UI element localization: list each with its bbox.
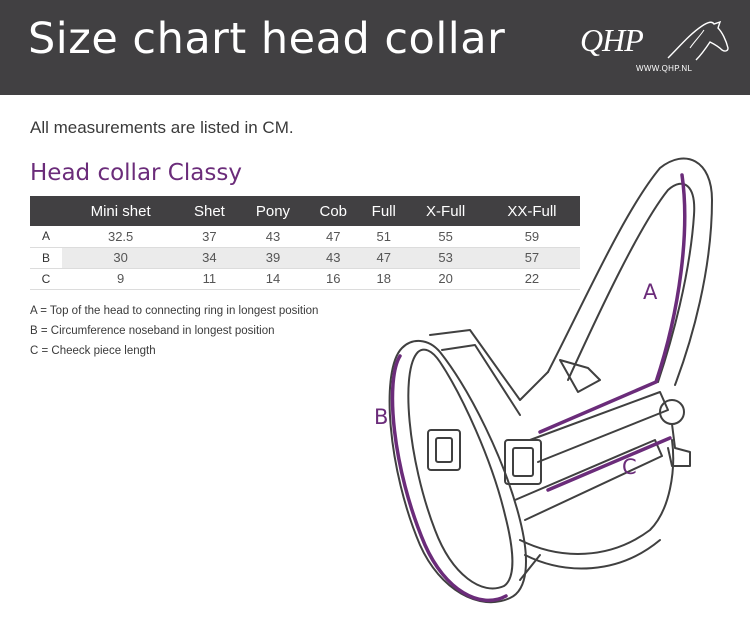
diagram-label-c: C bbox=[622, 455, 637, 479]
legend-item-c: C = Cheeck piece length bbox=[30, 345, 156, 357]
row-label: C bbox=[30, 268, 62, 290]
table-cell: 55 bbox=[407, 226, 484, 248]
legend-item-a: A = Top of the head to connecting ring i… bbox=[30, 305, 319, 317]
logo-url: WWW.QHP.NL bbox=[636, 64, 693, 73]
table-header-row: Mini shet Shet Pony Cob Full X-Full XX-F… bbox=[30, 196, 580, 226]
page-title: Size chart head collar bbox=[28, 14, 506, 64]
qhp-logo: QHP WWW.QHP.NL bbox=[580, 18, 730, 78]
row-label: A bbox=[30, 226, 62, 248]
diagram-label-a: A bbox=[643, 280, 658, 304]
table-cell: 30 bbox=[62, 247, 180, 269]
legend-item-b: B = Circumference noseband in longest po… bbox=[30, 325, 275, 337]
table-row: B 30 34 39 43 47 53 57 bbox=[30, 247, 580, 269]
table-cell: 37 bbox=[179, 226, 240, 248]
column-header: XX-Full bbox=[483, 196, 580, 226]
table-cell: 9 bbox=[62, 268, 180, 290]
table-cell: 11 bbox=[179, 268, 240, 290]
table-cell: 59 bbox=[483, 226, 580, 248]
table-cell: 47 bbox=[306, 226, 361, 248]
table-cell: 53 bbox=[407, 247, 484, 269]
table-cell: 14 bbox=[239, 268, 307, 290]
header-banner: Size chart head collar QHP WWW.QHP.NL bbox=[0, 0, 750, 95]
table-cell: 47 bbox=[360, 247, 408, 269]
column-header: Cob bbox=[306, 196, 361, 226]
column-header: Mini shet bbox=[62, 196, 180, 226]
size-table: Mini shet Shet Pony Cob Full X-Full XX-F… bbox=[30, 196, 580, 290]
table-cell: 57 bbox=[483, 247, 580, 269]
table-cell: 32.5 bbox=[62, 226, 180, 248]
table-row: A 32.5 37 43 47 51 55 59 bbox=[30, 226, 580, 248]
table-cell: 18 bbox=[360, 268, 408, 290]
table-corner-cell bbox=[30, 196, 62, 226]
table-cell: 51 bbox=[360, 226, 408, 248]
column-header: Full bbox=[360, 196, 408, 226]
column-header: Shet bbox=[179, 196, 240, 226]
table-cell: 34 bbox=[179, 247, 240, 269]
table-cell: 22 bbox=[483, 268, 580, 290]
measurement-legend: A = Top of the head to connecting ring i… bbox=[30, 304, 318, 364]
measurement-note: All measurements are listed in CM. bbox=[30, 118, 294, 137]
table-cell: 43 bbox=[306, 247, 361, 269]
column-header: Pony bbox=[239, 196, 307, 226]
table-cell: 43 bbox=[239, 226, 307, 248]
column-header: X-Full bbox=[407, 196, 484, 226]
section-title: Head collar Classy bbox=[30, 160, 242, 186]
horse-head-logo-icon bbox=[667, 20, 729, 61]
table-row: C 9 11 14 16 18 20 22 bbox=[30, 268, 580, 290]
table-cell: 39 bbox=[239, 247, 307, 269]
table-cell: 20 bbox=[407, 268, 484, 290]
diagram-label-b: B bbox=[374, 405, 389, 429]
logo-wordmark: QHP bbox=[580, 22, 644, 58]
row-label: B bbox=[30, 247, 62, 269]
table-cell: 16 bbox=[306, 268, 361, 290]
